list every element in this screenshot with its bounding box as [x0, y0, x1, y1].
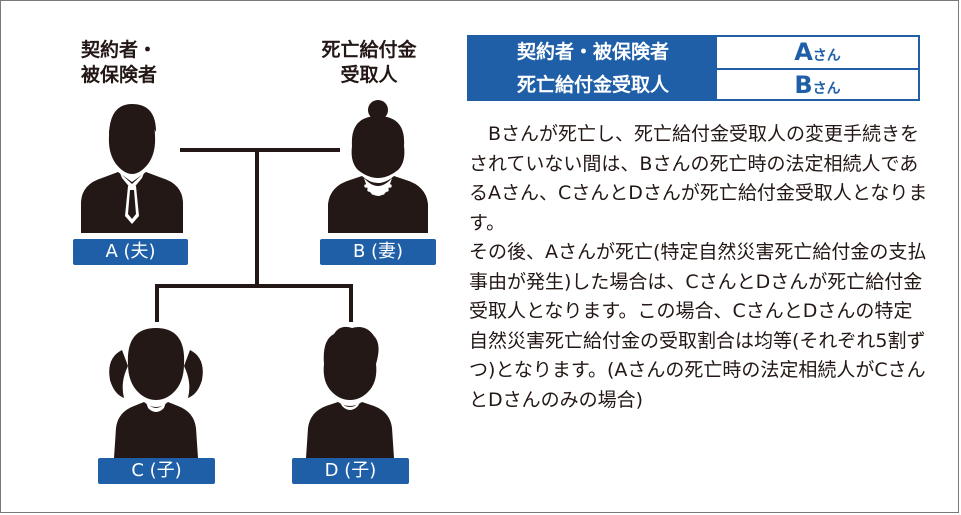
boy-silhouette-icon — [306, 326, 394, 458]
person-b — [322, 98, 434, 233]
person-b-label: B (妻) — [352, 241, 404, 262]
children-connector — [155, 284, 353, 288]
explanation-paragraph-2: その後、Aさんが死亡(特定自然災害死亡給付金の支払事由が発生)した場合は、Cさん… — [469, 241, 927, 411]
man-silhouette-icon — [81, 104, 183, 233]
policy-holder-value: Aさん — [717, 37, 918, 68]
person-c-label: C (子) — [131, 460, 182, 481]
explanation-paragraph-1: Bさんが死亡し、死亡給付金受取人の変更手続きをされていない間は、Bさんの死亡時の… — [469, 123, 928, 234]
person-d — [294, 320, 406, 458]
person-a-label: A (夫) — [105, 241, 156, 262]
policy-holder-row: 契約者・被保険者 Aさん — [469, 37, 918, 70]
spouse-connector — [180, 148, 340, 152]
child-c-drop — [155, 284, 159, 322]
woman-silhouette-icon — [328, 100, 428, 233]
policy-holder-key: 契約者・被保険者 — [469, 37, 717, 68]
person-b-badge: B (妻) — [320, 239, 436, 265]
person-c — [100, 320, 212, 458]
person-a-badge: A (夫) — [73, 239, 188, 265]
contractor-label: 契約者・ 被保険者 — [54, 38, 184, 88]
person-c-badge: C (子) — [98, 458, 215, 484]
beneficiary-label: 死亡給付金 受取人 — [284, 38, 454, 88]
beneficiary-value-name: B — [794, 71, 813, 99]
person-d-label: D (子) — [324, 460, 377, 481]
contractor-label-text: 契約者・ 被保険者 — [80, 39, 157, 86]
beneficiary-label-text: 死亡給付金 受取人 — [321, 39, 417, 86]
person-d-badge: D (子) — [292, 458, 409, 484]
child-d-drop — [349, 284, 353, 322]
beneficiary-row: 死亡給付金受取人 Bさん — [469, 70, 918, 101]
beneficiary-key: 死亡給付金受取人 — [469, 70, 717, 101]
policy-holder-value-suffix: さん — [812, 48, 841, 64]
person-a — [76, 98, 188, 233]
policy-holder-value-name: A — [794, 38, 813, 66]
girl-silhouette-icon — [109, 328, 203, 458]
policy-info-table: 契約者・被保険者 Aさん 死亡給付金受取人 Bさん — [467, 35, 920, 101]
beneficiary-value: Bさん — [717, 70, 918, 101]
descent-line — [255, 148, 259, 288]
beneficiary-value-suffix: さん — [812, 81, 841, 97]
